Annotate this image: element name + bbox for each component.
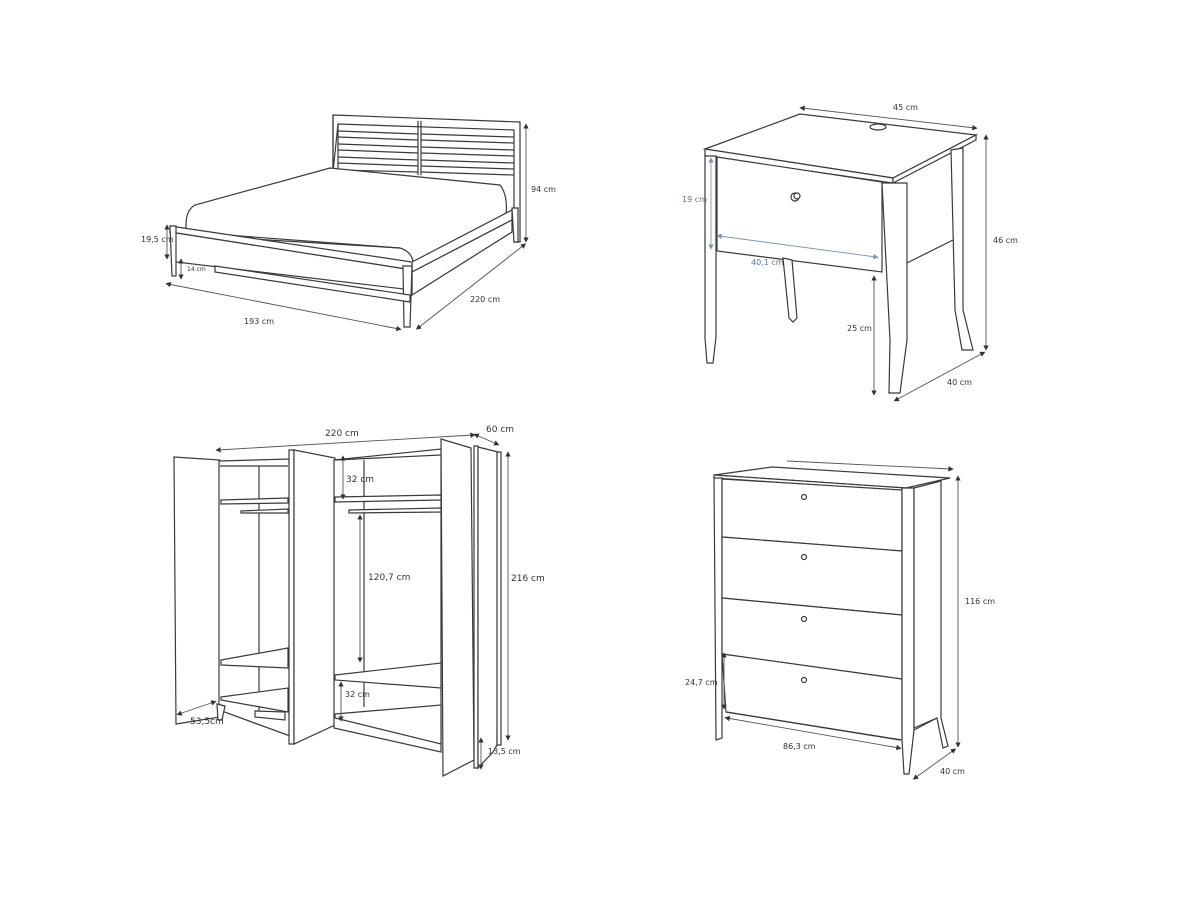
nightstand-drawer-width-label: 40,1 cm [751, 258, 784, 267]
wardrobe-door-width-label: 53,5cm [190, 717, 224, 727]
bed-headboard-height-label: 94 cm [531, 185, 556, 194]
wardrobe-drawing [173, 432, 511, 777]
dresser-height-label: 116 cm [965, 597, 996, 606]
nightstand-height-label: 46 cm [993, 236, 1018, 245]
bed-length-label: 220 cm [470, 295, 501, 304]
nightstand-leg-height-label: 25 cm [847, 324, 872, 333]
bed-footboard-height-label: 19,5 cm [141, 235, 174, 244]
wardrobe-width-label: 220 cm [325, 429, 359, 439]
nightstand-top-width-label: 45 cm [893, 103, 918, 112]
wardrobe-leg-height-label: 13,5 cm [488, 747, 521, 756]
dresser-drawer-height-label: 24,7 cm [685, 678, 718, 687]
wardrobe-depth-label: 60 cm [486, 425, 515, 435]
bed-drawing [164, 114, 529, 332]
nightstand-drawer-height-label: 19 cm [682, 195, 707, 204]
wardrobe-top-shelf-gap-label: 32 cm [346, 475, 375, 485]
nightstand-drawing [702, 105, 989, 402]
nightstand-depth-label: 40 cm [947, 378, 972, 387]
bed-clearance-label: 14 cm [187, 266, 206, 273]
bed-width-label: 193 cm [244, 317, 275, 326]
dresser-depth-label: 40 cm [940, 767, 965, 776]
dresser-drawing [713, 460, 961, 780]
wardrobe-hanging-height-label: 120,7 cm [368, 573, 411, 583]
wardrobe-bottom-shelf-gap-label: 32 cm [345, 690, 370, 699]
dresser-width-label: 86,3 cm [783, 742, 816, 751]
wardrobe-height-label: 216 cm [511, 574, 545, 584]
